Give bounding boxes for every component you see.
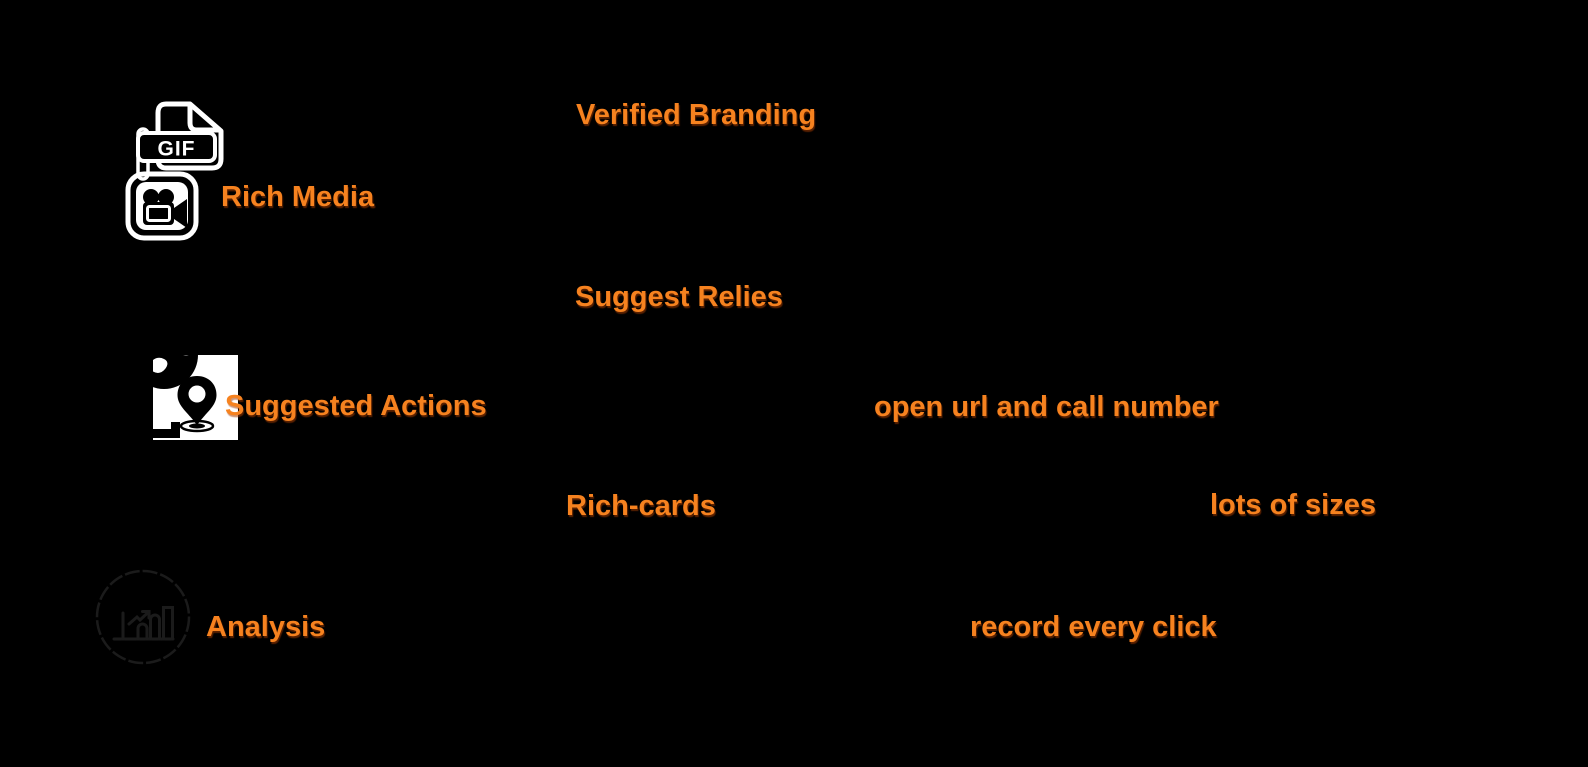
feature-label-verified-branding: Verified Branding: [576, 99, 817, 131]
feature-detail-analysis: record every click: [970, 611, 1217, 643]
feature-label-analysis: Analysis: [206, 611, 326, 643]
gif-badge-label: GIF: [158, 138, 196, 161]
feature-label-rich-media: Rich Media: [221, 181, 375, 213]
bar-chart-icon: [95, 569, 191, 665]
feature-detail-rich-cards: lots of sizes: [1210, 489, 1376, 521]
location-pin-icon: [153, 355, 238, 440]
feature-label-suggested-actions: Suggested Actions: [225, 390, 487, 422]
feature-label-suggest-replies: Suggest Relies: [575, 281, 783, 313]
video-camera-icon: [125, 171, 199, 241]
gif-file-icon: GIF: [136, 101, 224, 181]
rich-media-icon-group: GIF: [125, 101, 224, 241]
feature-label-rich-cards: Rich-cards: [566, 490, 716, 522]
feature-detail-suggested-actions: open url and call number: [874, 391, 1219, 423]
